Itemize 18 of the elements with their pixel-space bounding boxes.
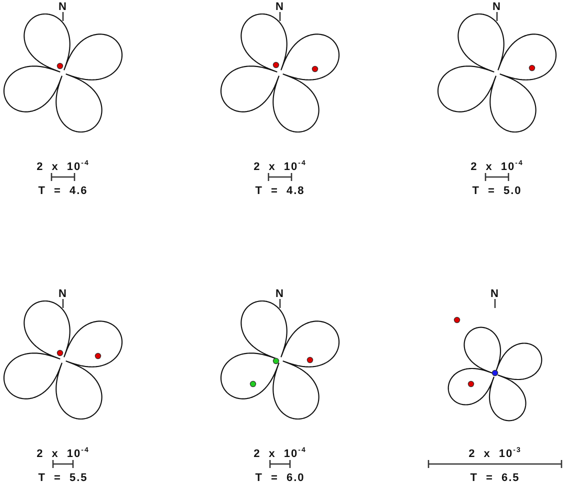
scale-label: 2 x 10$^{-3}$ (468, 448, 522, 460)
time-label: T = 6.5 (470, 472, 520, 484)
north-label: N (276, 288, 284, 300)
north-label: N (276, 1, 284, 13)
time-label: T = 4.8 (255, 185, 305, 197)
scale-label: 2 x 10$^{-4}$ (36, 161, 90, 173)
time-label: T = 5.5 (38, 472, 88, 484)
time-label: T = 4.6 (38, 185, 88, 197)
scale-label: 2 x 10$^{-4}$ (36, 448, 90, 460)
north-label: N (58, 288, 68, 300)
scale-label: 2 x 10$^{-4}$ (470, 161, 524, 173)
north-label: N (492, 1, 502, 13)
scale-label: 2 x 10$^{-4}$ (254, 448, 306, 460)
north-label: N (490, 288, 500, 300)
scale-label: 2 x 10$^{-4}$ (254, 161, 306, 173)
time-label: T = 6.0 (255, 472, 305, 484)
north-label: N (58, 1, 68, 13)
time-label: T = 5.0 (472, 185, 522, 197)
